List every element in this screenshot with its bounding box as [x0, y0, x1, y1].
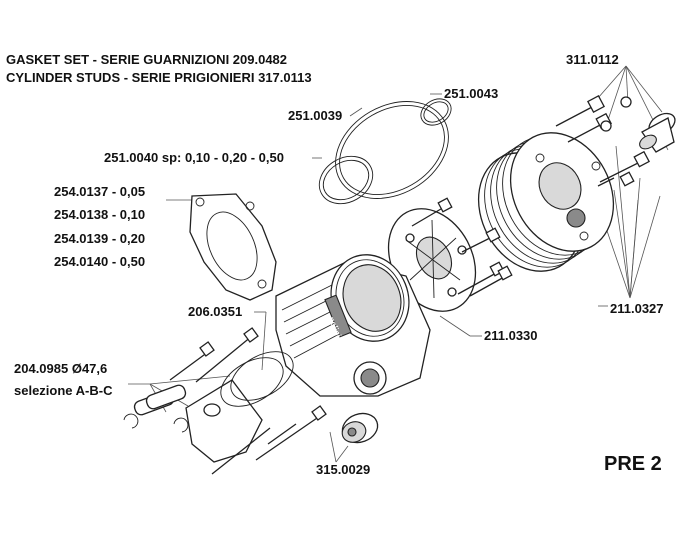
cylinder-body: polini — [275, 254, 431, 397]
cylinder-stud-2 — [195, 327, 259, 383]
label-251-0039: 251.0039 — [288, 108, 342, 123]
flange-stud-1 — [411, 197, 453, 227]
label-254-0138: 254.0138 - 0,10 — [54, 207, 145, 222]
flange-stud-4 — [469, 265, 513, 297]
cylinder-stud-3 — [211, 427, 271, 475]
exhaust-plug — [341, 412, 379, 444]
label-251-0040: 251.0040 sp: 0,10 - 0,20 - 0,50 — [104, 150, 284, 165]
head-bolt-3 — [599, 150, 650, 183]
label-254-0137: 254.0137 - 0,05 — [54, 184, 145, 199]
header-gasket-set: GASKET SET - SERIE GUARNIZIONI 209.0482 — [6, 52, 287, 67]
label-251-0043: 251.0043 — [444, 86, 498, 101]
header-cylinder-studs: CYLINDER STUDS - SERIE PRIGIONIERI 317.0… — [6, 70, 312, 85]
piston-ring-1 — [220, 357, 284, 407]
cylinder-stud-4 — [255, 405, 327, 461]
spark-plug-insert — [639, 112, 676, 153]
cylinder-stud-1 — [169, 341, 215, 381]
cylinder-stud-5 — [267, 423, 297, 445]
label-254-0139: 254.0139 - 0,20 — [54, 231, 145, 246]
head-o-ring-small — [420, 98, 452, 126]
piston-pin-clip-right — [173, 417, 189, 433]
base-gasket — [189, 193, 277, 301]
model-code: PRE 2 — [604, 453, 662, 475]
head-bolt-1 — [555, 95, 605, 127]
label-311-0112: 311.0112 — [566, 52, 619, 67]
label-211-0327: 211.0327 — [610, 301, 664, 316]
label-211-0330: 211.0330 — [484, 328, 538, 343]
piston-ring-2 — [230, 351, 294, 401]
piston — [185, 379, 263, 463]
flange-stud-2 — [461, 227, 501, 253]
head-washer-2 — [600, 120, 612, 132]
label-206-0351: 206.0351 — [188, 304, 242, 319]
piston-pin-clip-left — [123, 413, 139, 429]
label-204-0985-selection: selezione A-B-C — [14, 383, 113, 398]
head-bolt-4 — [597, 171, 635, 187]
head-o-ring-large — [335, 101, 449, 199]
head-gasket — [318, 155, 374, 205]
label-315-0029: 315.0029 — [316, 462, 370, 477]
head-washer-1 — [620, 96, 632, 108]
label-204-0985: 204.0985 Ø47,6 — [14, 361, 107, 376]
label-254-0140: 254.0140 - 0,50 — [54, 254, 145, 269]
piston-pin — [133, 384, 187, 416]
cylinder-head — [477, 132, 615, 272]
